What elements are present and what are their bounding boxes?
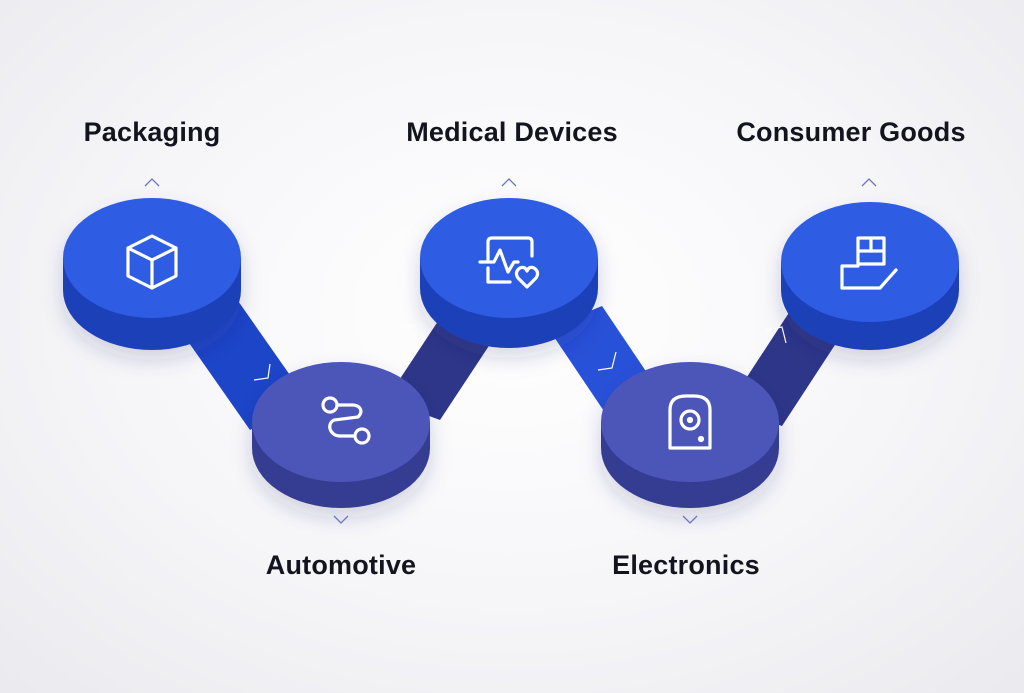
node-electronics <box>601 362 779 508</box>
chevron-up-icon <box>144 178 160 187</box>
hand-box-icon <box>840 236 898 290</box>
label-consumer-goods: Consumer Goods <box>736 117 966 147</box>
hard-drive-icon <box>668 394 712 450</box>
label-automotive: Automotive <box>265 550 417 580</box>
arrow-mark <box>597 351 617 371</box>
chevron-up-icon <box>861 178 877 187</box>
box-icon <box>126 234 178 290</box>
health-monitor-icon <box>478 236 540 289</box>
label-packaging: Packaging <box>83 117 221 147</box>
chevron-down-icon <box>682 515 698 524</box>
route-icon <box>321 396 371 445</box>
arrow-mark <box>403 323 425 341</box>
chevron-up-icon <box>501 178 517 187</box>
node-automotive <box>252 362 430 508</box>
arrow-mark <box>765 326 787 344</box>
node-medical <box>420 198 598 348</box>
node-consumer <box>781 202 959 350</box>
label-medical-devices: Medical Devices <box>406 117 618 147</box>
label-electronics: Electronics <box>612 550 760 580</box>
chevron-down-icon <box>333 515 349 524</box>
arrow-mark <box>253 363 271 381</box>
chevrons <box>144 178 877 524</box>
node-packaging <box>63 198 241 350</box>
